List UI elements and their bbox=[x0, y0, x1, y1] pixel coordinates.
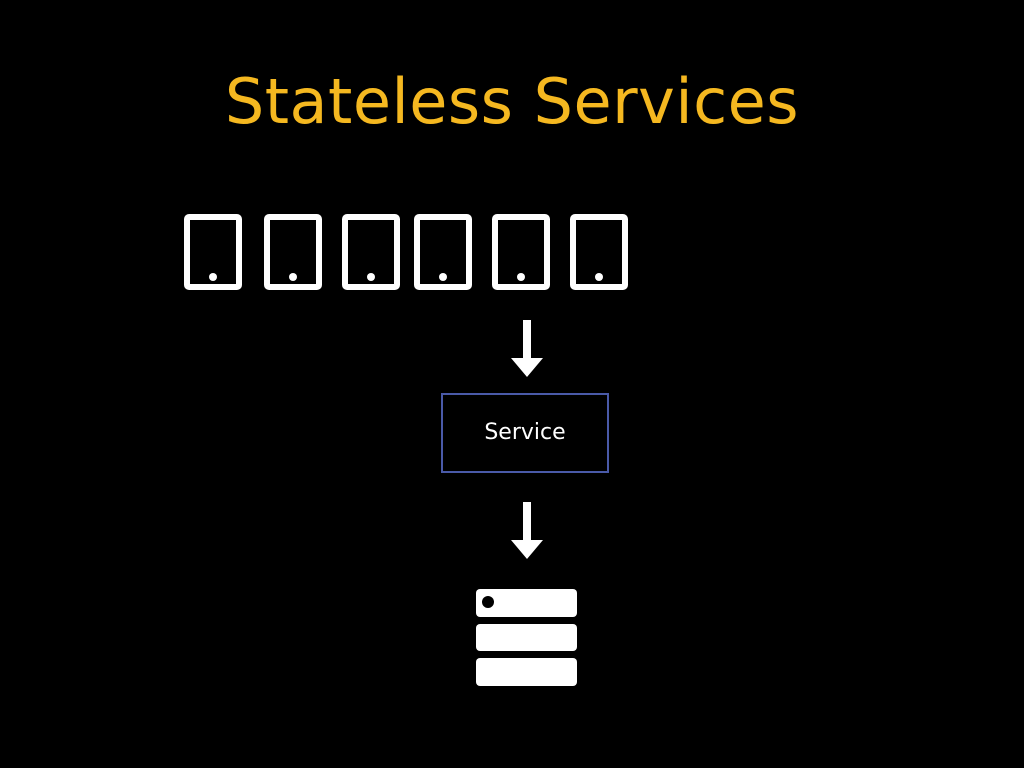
devices-row bbox=[184, 214, 644, 290]
arrow-down-icon bbox=[511, 502, 543, 559]
tablet-icon bbox=[184, 214, 242, 290]
tablet-icon bbox=[492, 214, 550, 290]
service-label: Service bbox=[484, 420, 566, 445]
database-server-icon bbox=[476, 589, 577, 686]
tablet-icon bbox=[342, 214, 400, 290]
tablet-icon bbox=[414, 214, 472, 290]
slide-title: Stateless Services bbox=[224, 65, 800, 138]
tablet-icon bbox=[570, 214, 628, 290]
arrow-down-icon bbox=[511, 320, 543, 377]
tablet-icon bbox=[264, 214, 322, 290]
service-box: Service bbox=[441, 393, 609, 473]
